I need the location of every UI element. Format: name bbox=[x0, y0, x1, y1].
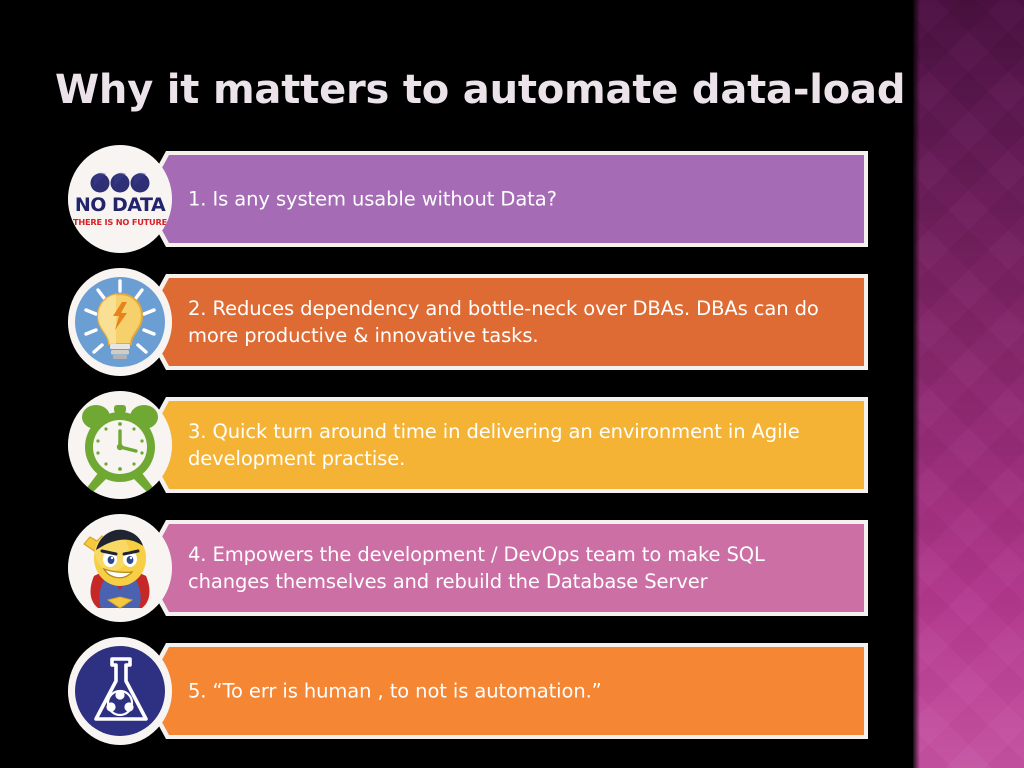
svg-text:NO DATA: NO DATA bbox=[75, 194, 166, 216]
ribbon-2: 2. Reduces dependency and bottle-neck ov… bbox=[140, 274, 868, 370]
panel-edge-shadow bbox=[913, 0, 920, 768]
list-item: 3. Quick turn around time in delivering … bbox=[0, 391, 880, 499]
list-item-text: 2. Reduces dependency and bottle-neck ov… bbox=[188, 297, 819, 347]
ribbon-fill bbox=[145, 524, 864, 612]
ribbon-5: 5. “To err is human , to not is automati… bbox=[140, 643, 868, 739]
ribbon-fill bbox=[145, 155, 864, 243]
no-data-icon: NO DATA THERE IS NO FUTURE bbox=[68, 145, 172, 253]
flask-icon bbox=[68, 637, 172, 745]
list-item-text: 4. Empowers the development / DevOps tea… bbox=[188, 543, 765, 593]
list-item-text: 3. Quick turn around time in delivering … bbox=[188, 420, 800, 470]
bullet-list: 1. Is any system usable without Data? NO… bbox=[0, 145, 913, 760]
diamond-pattern bbox=[913, 0, 1024, 768]
ribbon-1: 1. Is any system usable without Data? bbox=[140, 151, 868, 247]
list-item: 1. Is any system usable without Data? NO… bbox=[0, 145, 880, 253]
ribbon-fill bbox=[145, 278, 864, 366]
list-item: 5. “To err is human , to not is automati… bbox=[0, 637, 880, 745]
page-title: Why it matters to automate data-load bbox=[55, 67, 906, 113]
lightbulb-icon bbox=[68, 268, 172, 376]
alarm-clock-icon bbox=[68, 391, 172, 499]
ribbon-fill bbox=[145, 647, 864, 735]
ribbon-3: 3. Quick turn around time in delivering … bbox=[140, 397, 868, 493]
svg-text:THERE IS NO FUTURE: THERE IS NO FUTURE bbox=[73, 217, 167, 227]
decorative-purple-panel bbox=[913, 0, 1024, 768]
list-item-text: 1. Is any system usable without Data? bbox=[188, 187, 557, 211]
list-item: 2. Reduces dependency and bottle-neck ov… bbox=[0, 268, 880, 376]
list-item-text: 5. “To err is human , to not is automati… bbox=[188, 679, 602, 703]
superhero-icon bbox=[68, 514, 172, 622]
ribbon-fill bbox=[145, 401, 864, 489]
list-item: 4. Empowers the development / DevOps tea… bbox=[0, 514, 880, 622]
ribbon-4: 4. Empowers the development / DevOps tea… bbox=[140, 520, 868, 616]
